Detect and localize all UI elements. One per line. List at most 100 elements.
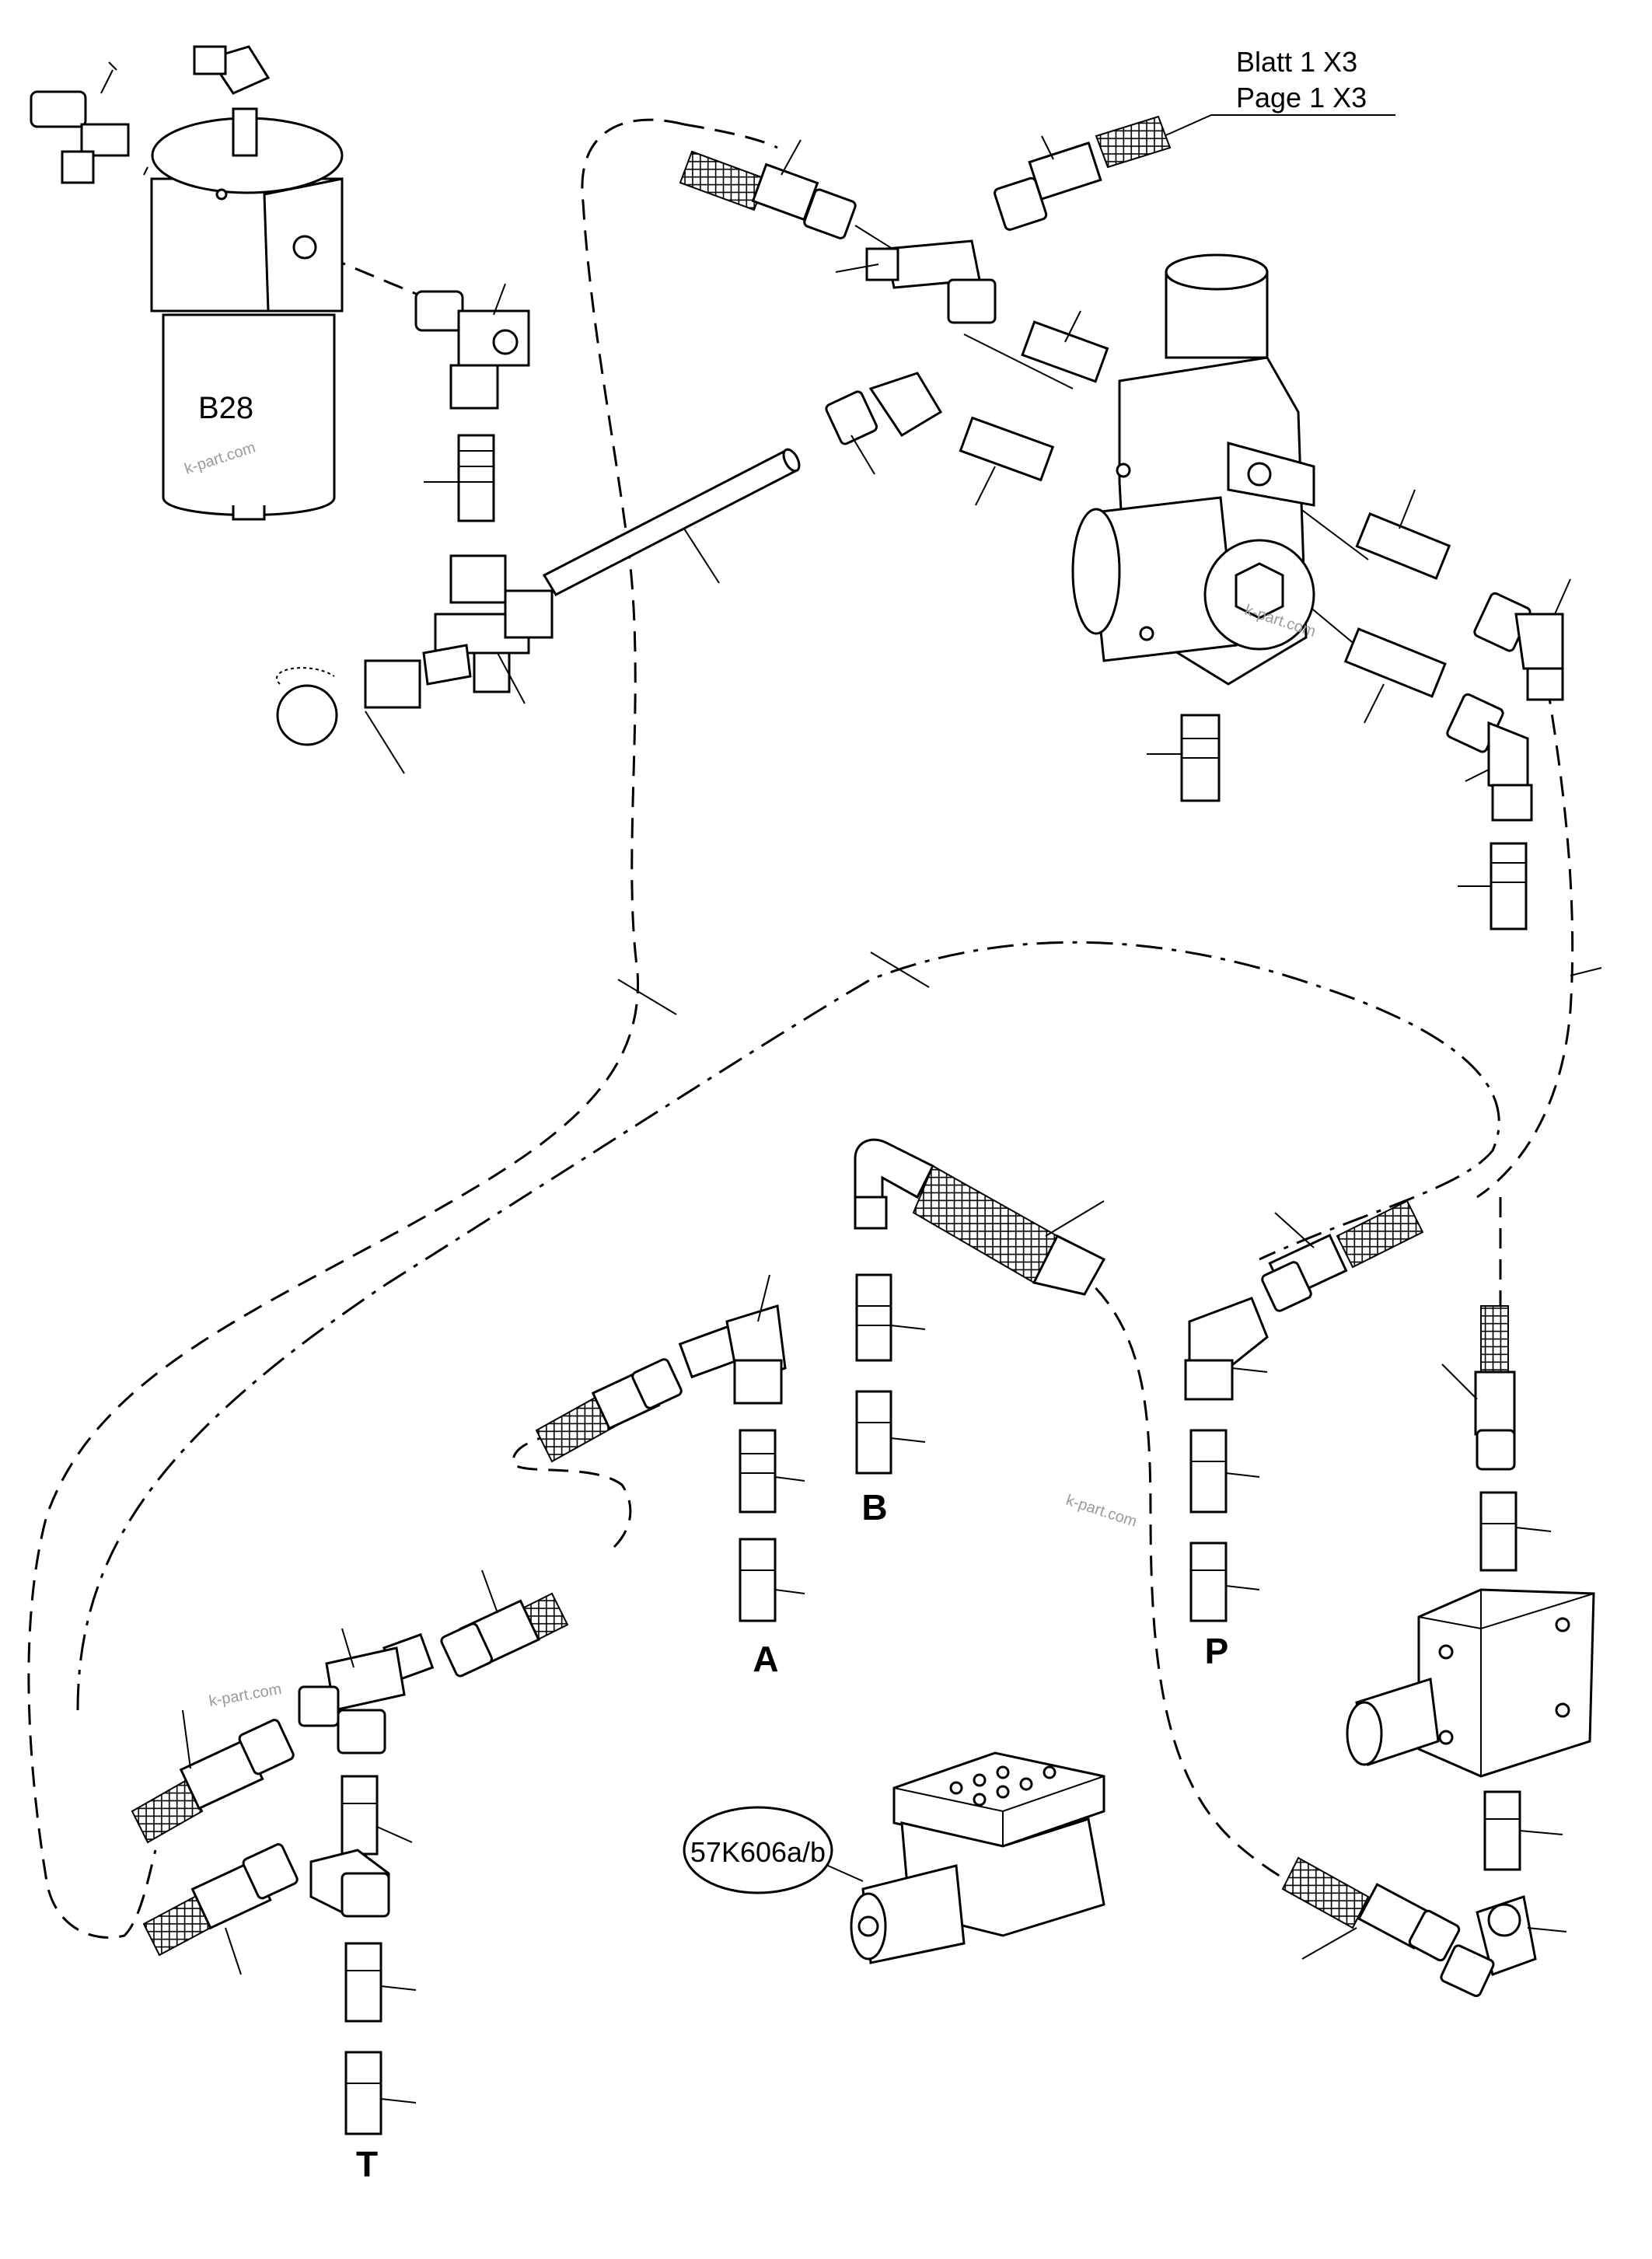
leader <box>774 1476 805 1482</box>
b-elbow <box>854 1138 935 1199</box>
p-elbow <box>1188 1297 1269 1370</box>
filter-port <box>292 235 317 260</box>
filter-indicator-cap <box>193 45 227 75</box>
port-p-label: P <box>1205 1631 1229 1671</box>
test-point-cap <box>276 684 338 746</box>
cap-chain <box>276 667 335 685</box>
filter-outlet-fittings <box>276 283 554 774</box>
watermark: k-part.com <box>208 1681 283 1710</box>
tee-top-nut <box>449 554 507 604</box>
elbow-nut <box>825 390 878 445</box>
straight-adapter <box>959 416 1055 482</box>
valve-hex <box>1235 562 1284 620</box>
fitting-stub <box>61 150 95 184</box>
leader <box>1301 1927 1357 1960</box>
subplate-port <box>949 1781 963 1795</box>
solenoid-knob <box>857 1915 879 1937</box>
elbow-body <box>1514 613 1564 670</box>
coil-end <box>1071 508 1121 635</box>
hose-nut <box>803 188 857 239</box>
leader <box>835 264 879 273</box>
adapter-lower <box>1343 627 1447 698</box>
t-union-2 <box>344 1942 382 2023</box>
leader <box>1441 1363 1478 1400</box>
ps-block <box>1417 1588 1595 1778</box>
ps-bolt <box>1438 1644 1454 1660</box>
subplate-edges <box>893 1775 1105 1846</box>
top-hose-right <box>994 115 1172 231</box>
pressure-valve <box>1071 253 1315 802</box>
b-nut <box>854 1196 888 1230</box>
leader <box>1041 135 1054 160</box>
t-union-3 <box>344 2051 382 2135</box>
line-a-loop <box>512 1429 632 1548</box>
test-point-nut <box>364 659 421 709</box>
union-fitting <box>457 434 495 522</box>
leader <box>1570 967 1602 976</box>
t-lower-tee-nut <box>341 1872 390 1918</box>
centerlines <box>854 225 1385 669</box>
leader <box>493 283 506 316</box>
filter-top-elbow <box>30 69 130 184</box>
port-b-assembly: B <box>854 1138 1106 1528</box>
valve-right-fittings <box>1343 489 1571 930</box>
filter-bolt <box>215 188 228 201</box>
subplate-port <box>996 1765 1010 1779</box>
subplate-port <box>1019 1777 1033 1791</box>
leader <box>774 1589 805 1594</box>
ps-hose-ferrule <box>1474 1370 1516 1436</box>
ps-bolt <box>1555 1617 1570 1632</box>
valve-label-ring <box>683 1806 833 1894</box>
a-hose-nut <box>631 1358 683 1409</box>
leader <box>380 1985 417 1991</box>
leader <box>617 979 677 1015</box>
adapter <box>1021 320 1109 383</box>
tube-body <box>542 449 799 596</box>
p-elbow-nut <box>1184 1359 1234 1401</box>
leader <box>781 139 802 176</box>
pressure-line-right <box>1476 683 1574 1199</box>
ps-plug-end <box>1346 1701 1383 1766</box>
leader <box>827 1865 864 1882</box>
a-union-2 <box>739 1538 777 1622</box>
leader <box>1515 1527 1552 1532</box>
leader <box>380 2098 417 2104</box>
filter-drain <box>232 505 266 521</box>
leader <box>143 166 148 176</box>
ps-hose-nut <box>1476 1429 1516 1471</box>
t-hose2-braid <box>131 1779 204 1844</box>
leader <box>1045 1200 1105 1237</box>
pilot-line-middle <box>76 941 1500 1711</box>
tee-side-nut <box>504 589 554 639</box>
leader <box>365 711 405 774</box>
valve-cap-top <box>1165 253 1269 291</box>
port-t-label: T <box>356 2144 378 2184</box>
leader <box>1399 489 1416 529</box>
p-union-1 <box>1189 1429 1228 1514</box>
b-union-2 <box>855 1390 892 1475</box>
drain-line-left <box>27 118 685 1939</box>
leader <box>890 1437 926 1443</box>
leader <box>1465 769 1490 782</box>
valve-bolt <box>1116 463 1131 478</box>
filter-stem <box>232 107 258 157</box>
ps-elbow-bore <box>1487 1903 1521 1937</box>
a-elbow-nut <box>733 1359 783 1405</box>
union-fitting <box>1490 842 1528 930</box>
ps-elbow-nut <box>1440 1944 1495 1998</box>
port-a-assembly: A <box>535 1274 805 1679</box>
top-tee <box>835 239 1109 383</box>
pressure-switch-assembly <box>1281 1305 1595 1998</box>
a-union-1 <box>739 1429 777 1514</box>
hose-braid <box>1095 115 1172 169</box>
leader <box>1527 1927 1567 1933</box>
subplate-port <box>973 1773 987 1787</box>
tee-bottom <box>473 651 511 693</box>
fitting-body <box>80 123 130 157</box>
leader <box>1225 1585 1260 1590</box>
leader <box>341 1628 354 1668</box>
t-hose2-nut <box>238 1719 295 1775</box>
b-hose-braid <box>912 1164 1059 1284</box>
p-hose-nut <box>1261 1261 1312 1312</box>
